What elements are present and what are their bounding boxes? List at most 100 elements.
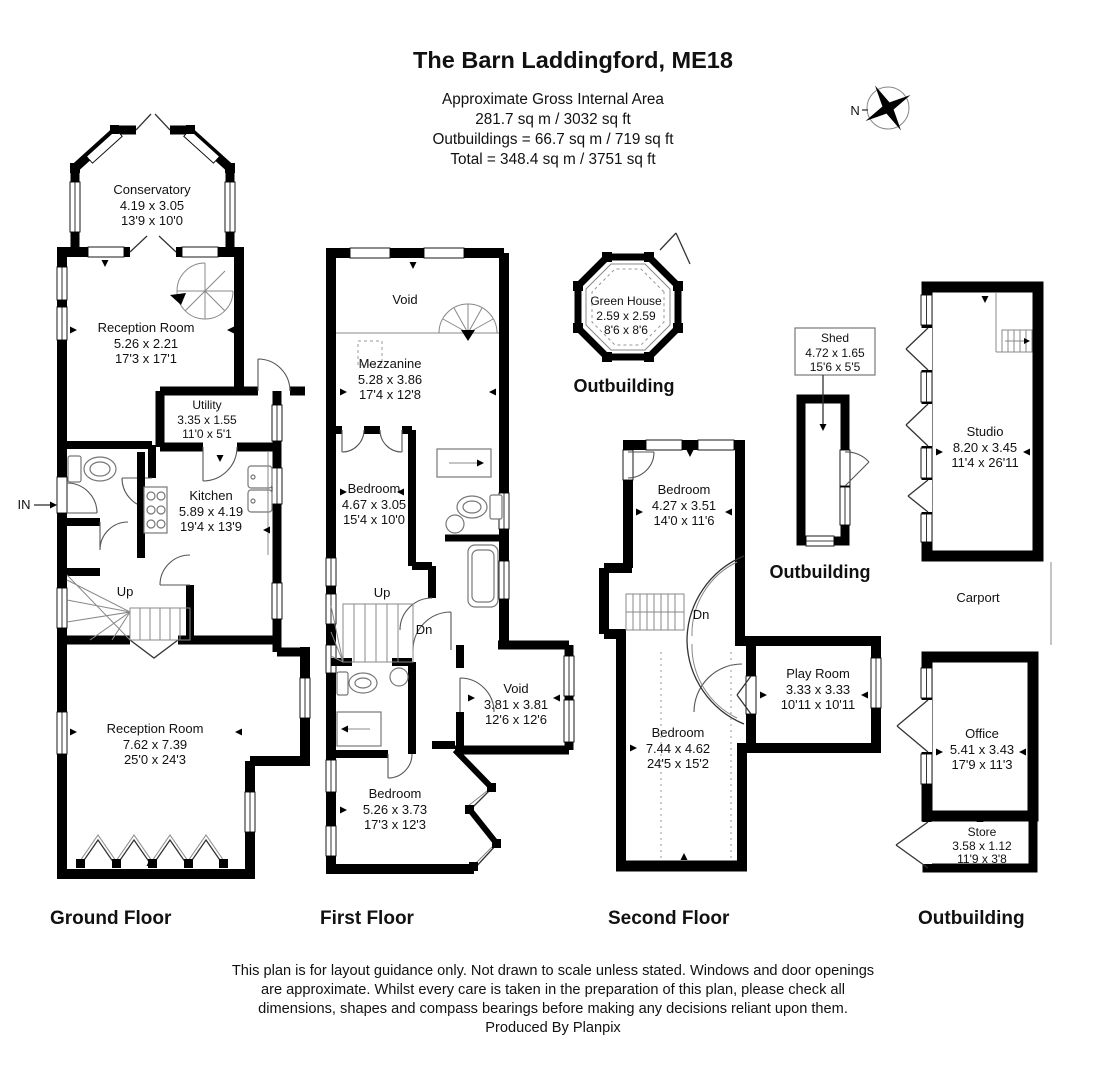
outbuilding-column-label: Outbuilding — [918, 908, 1025, 929]
room-office-imperial: 17'9 x 11'3 — [951, 757, 1012, 772]
open-door-gap — [921, 822, 932, 864]
greenhouse-plan: Green House 2.59 x 2.59 8'6 x 8'6 Outbui… — [573, 232, 691, 396]
second-floor-walls — [599, 439, 882, 872]
stairs-up-label: Up — [117, 584, 134, 599]
page-title: The Barn Laddingford, ME18 — [413, 47, 733, 73]
room-greenhouse-metric: 2.59 x 2.59 — [596, 309, 656, 323]
room-bedroom-main-name: Bedroom — [652, 725, 705, 740]
carport-label: Carport — [956, 590, 1000, 605]
compass-rose-icon: N — [850, 85, 911, 131]
open-door-gap — [921, 700, 932, 752]
open-window-gap — [921, 328, 932, 370]
room-bedroom-front-name: Bedroom — [658, 482, 711, 497]
room-reception-upper-metric: 5.26 x 2.21 — [114, 336, 178, 351]
spiral-stair-icon — [438, 303, 498, 341]
shower-icon — [336, 711, 382, 747]
stairs-down-label: Dn — [416, 622, 433, 637]
entrance-in-label: IN — [18, 497, 31, 512]
room-reception-upper-imperial: 17'3 x 17'1 — [115, 351, 177, 366]
room-bedroom-front-metric: 4.67 x 3.05 — [342, 497, 406, 512]
dimension-ticks — [70, 260, 1030, 866]
toilet-icon — [456, 494, 503, 520]
room-office-metric: 5.41 x 3.43 — [950, 742, 1014, 757]
first-stairs-icon — [330, 603, 414, 663]
room-play-room-imperial: 10'11 x 10'11 — [781, 697, 856, 712]
room-studio-name: Studio — [967, 424, 1004, 439]
disclaimer-line-1: This plan is for layout guidance only. N… — [232, 963, 874, 979]
stove-icon — [143, 486, 168, 534]
basin-icon — [445, 514, 465, 534]
room-reception-lower-imperial: 25'0 x 24'3 — [124, 752, 186, 767]
first-floor-walls — [325, 247, 575, 874]
shed-label-box — [794, 327, 876, 376]
room-mezzanine-metric: 5.28 x 3.86 — [358, 372, 422, 387]
header: The Barn Laddingford, ME18 Approximate G… — [413, 47, 733, 168]
room-bedroom-front-metric: 4.27 x 3.51 — [652, 498, 716, 513]
second-stairs-icon — [625, 593, 685, 631]
disclaimer-line-3: dimensions, shapes and compass bearings … — [258, 1001, 848, 1017]
area-line-3: Outbuildings = 66.7 sq m / 719 sq ft — [432, 131, 674, 148]
room-bedroom-rear-imperial: 17'3 x 12'3 — [364, 817, 426, 832]
room-kitchen-name: Kitchen — [189, 488, 232, 503]
room-office-name: Office — [965, 726, 999, 741]
toilet-icon — [336, 671, 378, 696]
room-void-lower-metric: 3.81 x 3.81 — [484, 697, 548, 712]
basin-icon — [389, 667, 409, 687]
disclaimer-line-4: Produced By Planpix — [485, 1020, 621, 1036]
stairs-up-label: Up — [374, 585, 391, 600]
room-kitchen-metric: 5.89 x 4.19 — [179, 504, 243, 519]
carport-area: Carport — [956, 562, 1052, 645]
room-store-name: Store — [968, 825, 997, 839]
room-greenhouse-name: Green House — [590, 294, 662, 308]
room-play-room-name: Play Room — [786, 666, 850, 681]
studio-stairs-icon — [995, 293, 1033, 353]
ceiling-height-line — [660, 652, 732, 860]
second-floor-plan: Bedroom 4.27 x 3.51 14'0 x 11'6 Play Roo… — [599, 439, 882, 929]
room-mezzanine-name: Mezzanine — [359, 356, 422, 371]
room-mezzanine-imperial: 17'4 x 12'8 — [359, 387, 421, 402]
room-void-upper-name: Void — [392, 292, 417, 307]
ground-floor-walls — [56, 235, 311, 879]
room-bedroom-rear-name: Bedroom — [369, 786, 422, 801]
first-floor-label: First Floor — [320, 908, 415, 929]
room-bedroom-front-name: Bedroom — [348, 481, 401, 496]
second-floor-label: Second Floor — [608, 908, 730, 929]
room-conservatory-imperial: 13'9 x 10'0 — [121, 213, 183, 228]
room-utility-metric: 3.35 x 1.55 — [177, 413, 237, 427]
room-store-metric: 3.58 x 1.12 — [952, 839, 1012, 853]
room-studio-imperial: 11'4 x 26'11 — [951, 455, 1018, 470]
room-shed-imperial: 15'6 x 5'5 — [810, 360, 861, 374]
stairs-down-label: Dn — [693, 607, 710, 622]
open-window-gap — [921, 404, 932, 446]
room-conservatory-metric: 4.19 x 3.05 — [120, 198, 184, 213]
store-plan: Store 3.58 x 1.12 11'9 x 3'8 — [895, 811, 1038, 873]
room-conservatory-name: Conservatory — [113, 182, 191, 197]
greenhouse-outbuilding-label: Outbuilding — [574, 376, 675, 396]
room-bedroom-front-imperial: 14'0 x 11'6 — [653, 513, 714, 528]
shed-outbuilding-label: Outbuilding — [770, 562, 871, 582]
room-shed-metric: 4.72 x 1.65 — [805, 346, 865, 360]
room-reception-upper-name: Reception Room — [98, 320, 195, 335]
bathtub-icon — [467, 544, 499, 608]
room-kitchen-imperial: 19'4 x 13'9 — [180, 519, 242, 534]
room-shed-name: Shed — [821, 331, 849, 345]
room-utility-imperial: 11'0 x 5'1 — [182, 427, 232, 441]
area-line-1: Approximate Gross Internal Area — [442, 91, 664, 108]
mezzanine-open-marker — [357, 340, 383, 366]
room-bedroom-main-imperial: 24'5 x 15'2 — [647, 756, 709, 771]
shower-icon — [436, 448, 492, 478]
compass-north-label: N — [850, 103, 859, 118]
room-bedroom-rear-metric: 5.26 x 3.73 — [363, 802, 427, 817]
kitchen-sink-icon — [247, 452, 273, 555]
room-void-lower-name: Void — [503, 681, 528, 696]
ground-floor-plan: Conservatory 4.19 x 3.05 13'9 x 10'0 — [18, 113, 311, 929]
ground-floor-label: Ground Floor — [50, 908, 172, 929]
room-greenhouse-imperial: 8'6 x 8'6 — [604, 323, 648, 337]
footer-disclaimer: This plan is for layout guidance only. N… — [232, 963, 874, 1036]
room-play-room-metric: 3.33 x 3.33 — [786, 682, 850, 697]
room-void-lower-imperial: 12'6 x 12'6 — [485, 712, 547, 727]
shed-plan: Shed 4.72 x 1.65 15'6 x 5'5 Outbuilding — [770, 327, 876, 582]
room-reception-lower-name: Reception Room — [107, 721, 204, 736]
